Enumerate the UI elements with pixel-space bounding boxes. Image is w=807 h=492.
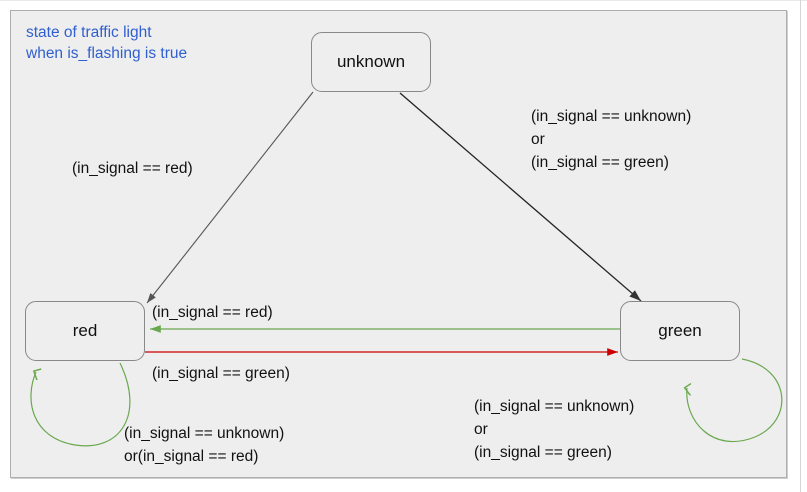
state-label-red: red <box>72 321 98 340</box>
edge-label-red-self-loop: (in_signal == unknown) or(in_signal == r… <box>124 425 285 465</box>
state-node-unknown[interactable]: unknown <box>311 32 431 92</box>
diagram-title-note: state of traffic light when is_flashing … <box>26 24 188 62</box>
edge-label-green-to-red: (in_signal == red) <box>152 304 273 321</box>
state-label-unknown: unknown <box>336 52 406 71</box>
edge-label-unknown-to-red: (in_signal == red) <box>72 160 193 177</box>
viewport-top-edge <box>0 0 807 1</box>
state-node-red[interactable]: red <box>25 301 145 361</box>
viewport-right-edge <box>800 0 801 492</box>
state-label-green: green <box>658 321 702 340</box>
edge-label-unknown-to-green: (in_signal == unknown) or (in_signal == … <box>531 108 692 171</box>
edge-label-red-to-green: (in_signal == green) <box>152 365 290 382</box>
state-node-green[interactable]: green <box>620 301 740 361</box>
edge-label-green-self-loop: (in_signal == unknown) or (in_signal == … <box>474 398 635 461</box>
